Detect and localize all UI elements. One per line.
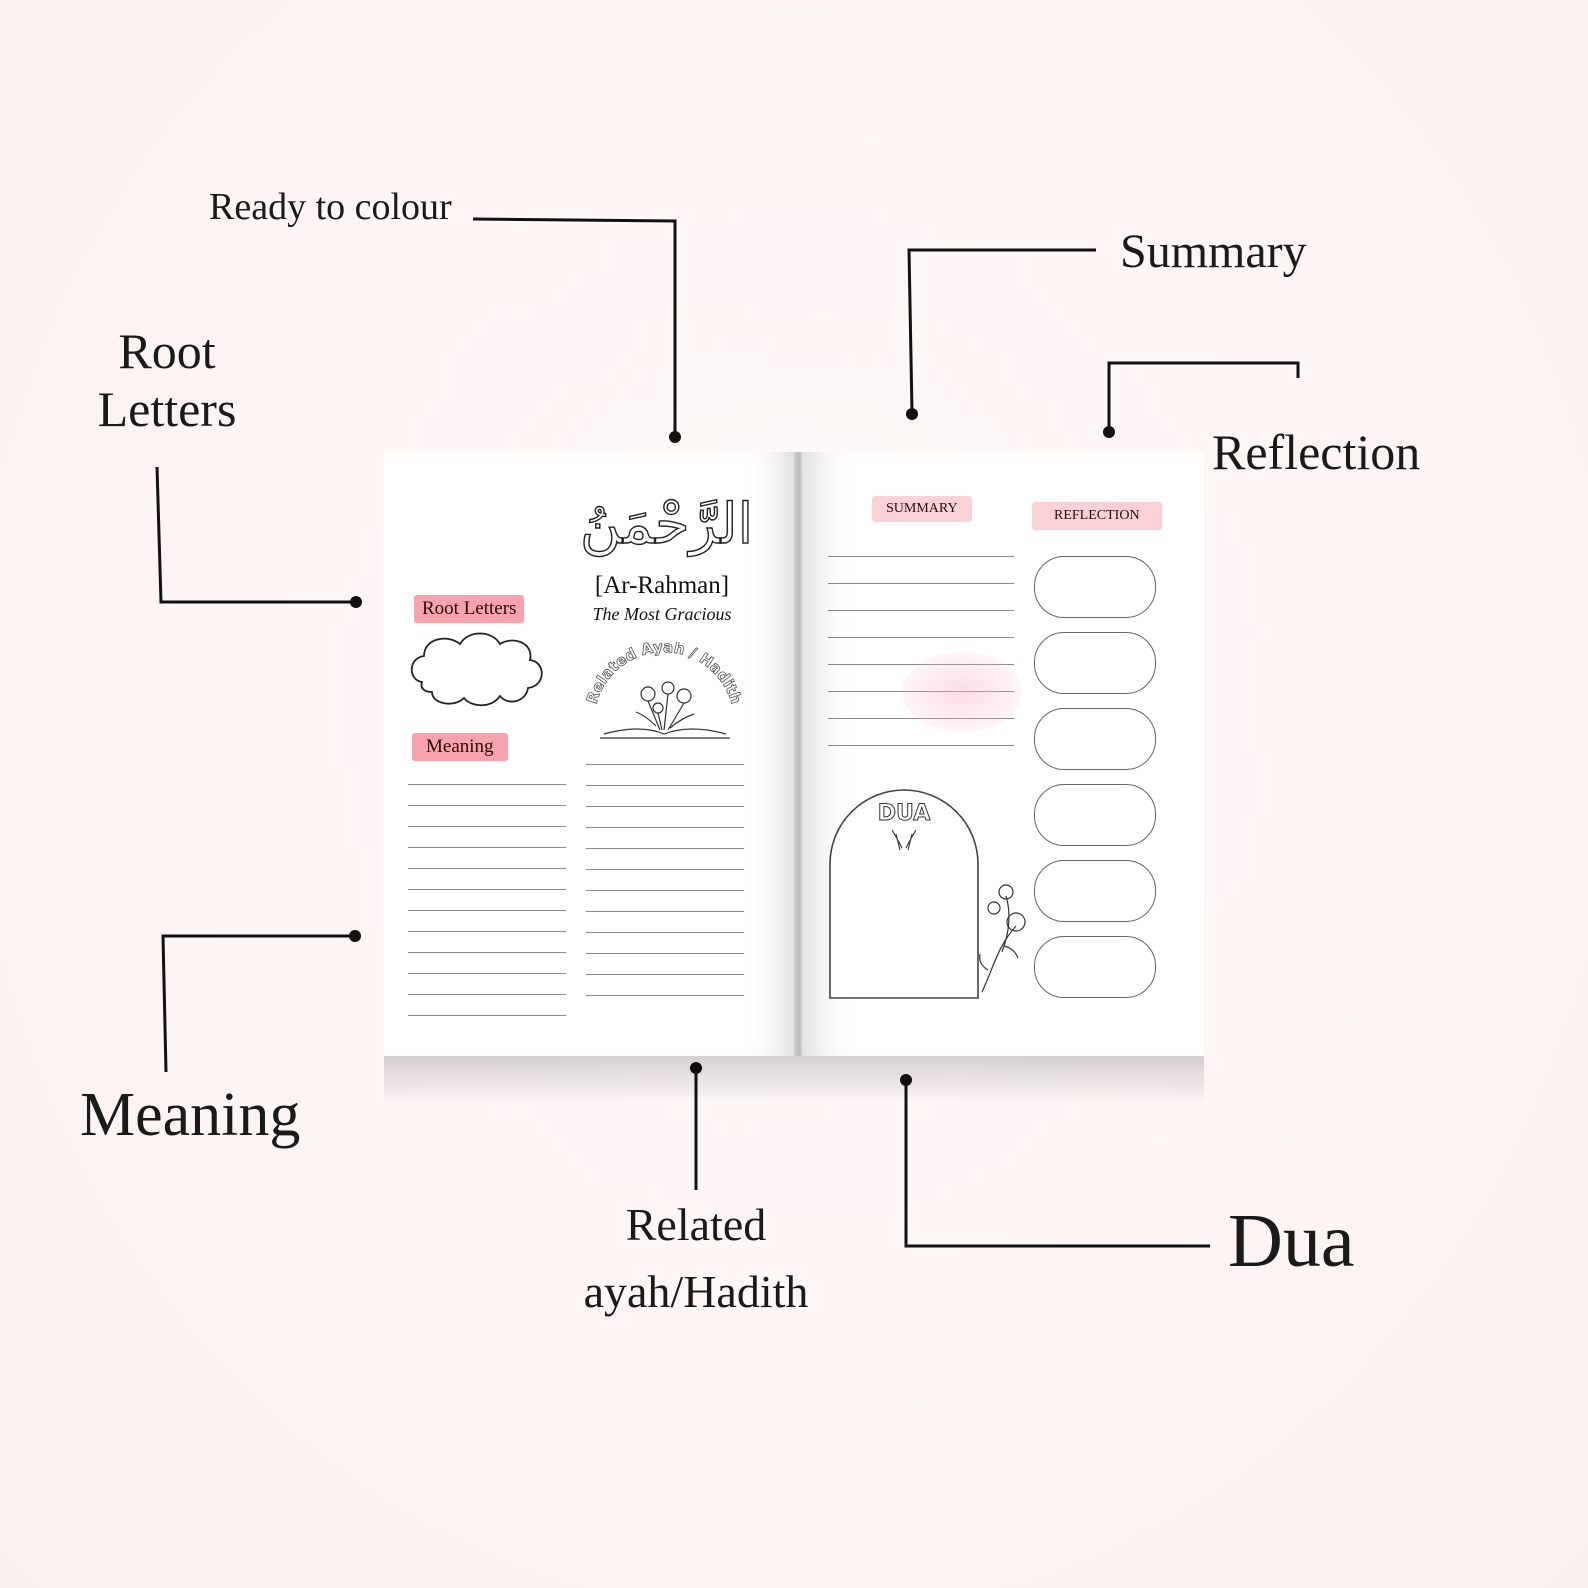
related-ayah-lines xyxy=(586,744,744,996)
callout-root-letters-line1: Root xyxy=(118,323,216,379)
reflection-box xyxy=(1034,860,1156,922)
callout-summary: Summary xyxy=(1120,225,1307,278)
related-ayah-emblem: Related Ayah / Hadith xyxy=(582,642,746,739)
journal-book-mockup: الرَّحْمَنُ [Ar-Rahman] The Most Graciou… xyxy=(384,452,1204,1056)
praying-hands-icon xyxy=(891,829,917,851)
reflection-box xyxy=(1034,784,1156,846)
related-dot xyxy=(690,1062,702,1074)
dua-dot xyxy=(900,1074,912,1086)
dua-connector xyxy=(904,1080,1210,1248)
rose-stem-icon xyxy=(979,884,1026,993)
book-shadow xyxy=(384,1056,1204,1104)
callout-root-letters-line2: Letters xyxy=(97,380,237,437)
transliteration: [Ar-Rahman] xyxy=(594,572,730,599)
cloud-shape xyxy=(410,632,543,707)
callout-root-letters: Root Letters xyxy=(92,323,242,438)
related-arc-text: Related Ayah / Hadith xyxy=(582,642,745,706)
root-letters-connector xyxy=(155,466,356,604)
meaning-connector xyxy=(161,934,355,1073)
callout-related-line1: Related xyxy=(625,1199,767,1250)
root-letters-label: Root Letters xyxy=(414,595,525,623)
left-page: الرَّحْمَنُ [Ar-Rahman] The Most Graciou… xyxy=(384,452,798,1056)
callout-dua: Dua xyxy=(1228,1199,1355,1283)
reflection-dot xyxy=(1103,426,1115,438)
meaning-dot xyxy=(349,930,361,942)
root-letters-dot xyxy=(350,596,362,608)
right-page: SUMMARY REFLECTION DUA xyxy=(802,452,1204,1056)
reflection-box xyxy=(1034,936,1156,998)
dua-label: DUA xyxy=(878,801,930,826)
summary-lines xyxy=(828,530,1014,746)
summary-dot xyxy=(906,408,918,420)
callout-reflection: Reflection xyxy=(1212,424,1421,480)
ready-to-colour-connector xyxy=(472,217,677,437)
reflection-box xyxy=(1034,556,1156,618)
reflection-box xyxy=(1034,632,1156,694)
watercolor-flower-decoration xyxy=(902,652,1022,732)
translation: The Most Gracious xyxy=(592,604,732,624)
callout-ready-to-colour: Ready to colour xyxy=(209,186,452,228)
callout-meaning: Meaning xyxy=(80,1081,301,1149)
reflection-box xyxy=(1034,708,1156,770)
meaning-lines xyxy=(408,764,566,1016)
svg-text:Related Ayah / Hadith: Related Ayah / Hadith xyxy=(583,642,746,706)
callout-related-ayah-hadith: Related ayah/Hadith xyxy=(566,1192,826,1325)
summary-label: SUMMARY xyxy=(872,496,972,522)
arabic-name: الرَّحْمَنُ xyxy=(579,491,754,557)
reflection-label: REFLECTION xyxy=(1032,502,1162,530)
callout-related-line2: ayah/Hadith xyxy=(583,1265,809,1317)
ready-to-colour-dot xyxy=(669,431,681,443)
summary-connector xyxy=(907,248,1096,413)
meaning-label: Meaning xyxy=(412,733,508,761)
flower-bouquet-icon xyxy=(600,681,730,739)
dua-arch: DUA xyxy=(829,789,1026,999)
book-spine xyxy=(794,452,804,1056)
reflection-connector xyxy=(1107,361,1300,430)
